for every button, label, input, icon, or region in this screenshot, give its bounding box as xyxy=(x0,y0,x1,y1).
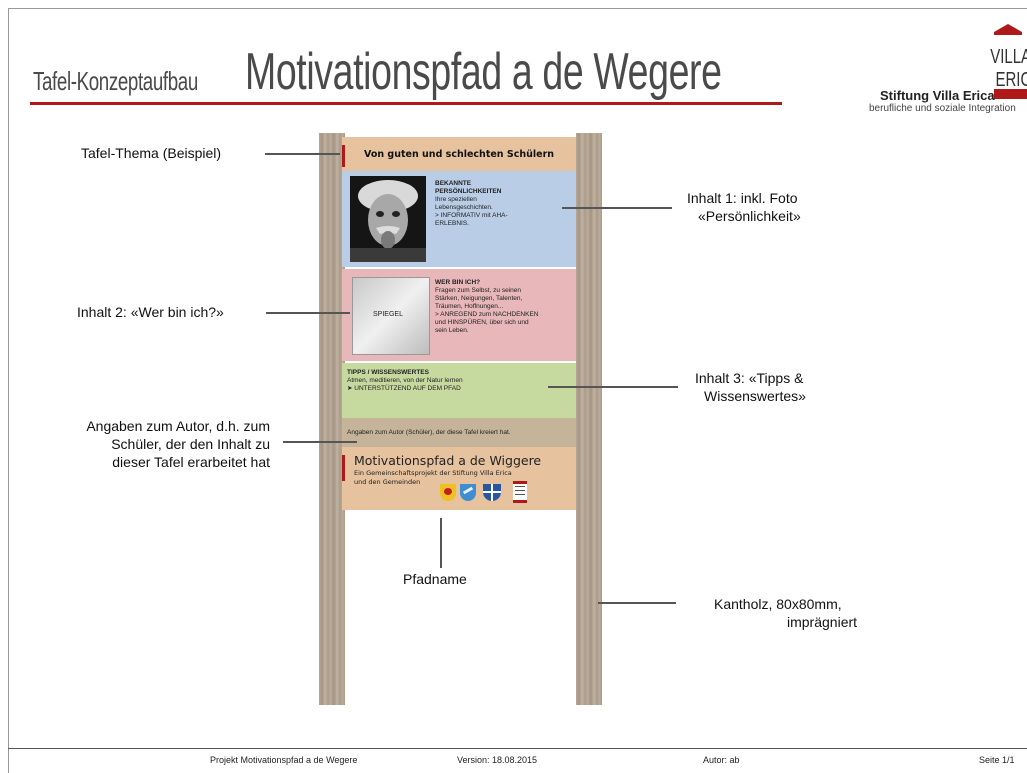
topic-red-mark xyxy=(342,145,345,167)
footer-version: Version: 18.08.2015 xyxy=(457,755,538,765)
logo-org-name: Stiftung Villa Erica xyxy=(880,88,995,103)
label-author-line2: Schüler, der den Inhalt zu xyxy=(111,436,270,452)
content2-line: und HINSPÜREN, über sich und xyxy=(435,319,529,326)
label-content3-line2: Wissenswertes» xyxy=(704,388,806,404)
content3-line: ➤ UNTERSTÜTZEND AUF DEM PFAD xyxy=(347,385,461,392)
connector-pathname xyxy=(440,518,442,568)
svg-text:VILLA: VILLA xyxy=(990,45,1027,68)
logo-red-bar xyxy=(994,89,1027,99)
connector-content2 xyxy=(266,312,350,314)
label-author-line1: Angaben zum Autor, d.h. zum xyxy=(86,418,270,434)
mirror-box: SPIEGEL xyxy=(352,277,430,355)
label-author-line3: dieser Tafel erarbeitet hat xyxy=(112,454,270,470)
path-name-desc: Ein Gemeinschaftsprojekt der Stiftung Vi… xyxy=(354,469,512,487)
community-crest-icon xyxy=(483,484,501,501)
footer-page: Seite 1/1 xyxy=(979,755,1015,765)
content2-heading: WER BIN ICH? xyxy=(435,279,481,286)
connector-topic xyxy=(265,153,340,155)
label-pathname: Pfadname xyxy=(403,571,467,587)
content3-line: Atmen, meditieren, von der Natur lernen xyxy=(347,377,463,384)
content2-line: > ANREGEND zum NACHDENKEN xyxy=(435,311,539,318)
content1-line: ERLEBNIS. xyxy=(435,220,469,227)
content1-line: Lebensgeschichten. xyxy=(435,204,493,211)
content3-text: TIPPS / WISSENSWERTES Atmen, meditieren,… xyxy=(347,369,463,393)
content2-line: Fragen zum Selbst, zu seinen xyxy=(435,287,521,294)
board-content3-panel: TIPPS / WISSENSWERTES Atmen, meditieren,… xyxy=(342,363,576,418)
logo-tagline: berufliche und soziale Integration xyxy=(869,103,1016,114)
mirror-label: SPIEGEL xyxy=(373,311,403,318)
content2-line: sein Leben. xyxy=(435,327,469,334)
footer-rule xyxy=(8,748,1027,749)
path-name-title: Motivationspfad a de Wiggere xyxy=(354,453,542,468)
board-pathname-panel: Motivationspfad a de Wiggere Ein Gemeins… xyxy=(342,447,576,510)
footer-author: Autor: ab xyxy=(703,755,740,765)
content1-line: Ihre speziellen xyxy=(435,196,477,203)
author-line: Angaben zum Autor (Schüler), der diese T… xyxy=(347,429,511,436)
path-desc-line: und den Gemeinden xyxy=(354,478,421,486)
pathname-red-mark xyxy=(342,455,345,481)
community-crest-icon xyxy=(460,484,476,501)
label-post-line1: Kantholz, 80x80mm, xyxy=(714,596,842,612)
connector-content1 xyxy=(562,207,672,209)
content1-heading-1: BEKANNTE xyxy=(435,180,472,187)
label-post-line2: imprägniert xyxy=(787,614,858,630)
board-content1-panel: BEKANNTE PERSÖNLICHKEITEN Ihre spezielle… xyxy=(342,171,576,267)
villa-erica-logo: VILLA ERICA xyxy=(988,20,1027,102)
content1-heading-2: PERSÖNLICHKEITEN xyxy=(435,188,502,195)
right-post xyxy=(576,133,602,705)
label-content2: Inhalt 2: «Wer bin ich?» xyxy=(77,304,224,320)
label-content1-line1: Inhalt 1: inkl. Foto xyxy=(687,190,798,206)
content2-text: WER BIN ICH? Fragen zum Selbst, zu seine… xyxy=(435,279,538,335)
content3-heading: TIPPS / WISSENSWERTES xyxy=(347,369,429,376)
page-subtitle: Tafel-Konzeptaufbau xyxy=(33,66,198,96)
connector-author xyxy=(283,441,357,443)
sign-board: Von guten und schlechten Schülern BEKANN… xyxy=(342,137,576,510)
label-content1-line2: «Persönlichkeit» xyxy=(698,208,801,224)
board-content2-panel: SPIEGEL WER BIN ICH? Fragen zum Selbst, … xyxy=(342,269,576,361)
board-topic: Von guten und schlechten Schülern xyxy=(364,149,555,160)
villa-erica-small-logo xyxy=(513,481,527,503)
connector-post xyxy=(598,602,676,604)
content1-line: > INFORMATIV mit AHA- xyxy=(435,212,508,219)
portrait-photo xyxy=(350,176,426,262)
board-author-panel: Angaben zum Autor (Schüler), der diese T… xyxy=(342,418,576,447)
title-underline xyxy=(30,102,782,105)
board-topic-panel: Von guten und schlechten Schülern xyxy=(342,137,576,171)
page-frame xyxy=(8,8,1027,773)
content2-line: Stärken, Neigungen, Talenten, xyxy=(435,295,523,302)
community-crest-icon xyxy=(440,484,456,501)
connector-content3 xyxy=(548,386,678,388)
content2-line: Träumen, Hoffnungen... xyxy=(435,303,504,310)
left-post xyxy=(319,133,345,705)
content1-text: BEKANNTE PERSÖNLICHKEITEN Ihre spezielle… xyxy=(435,180,508,228)
label-topic: Tafel-Thema (Beispiel) xyxy=(81,145,222,161)
svg-text:ERICA: ERICA xyxy=(996,68,1027,91)
path-desc-line: Ein Gemeinschaftsprojekt der Stiftung Vi… xyxy=(354,469,512,477)
footer-project: Projekt Motivationspfad a de Wegere xyxy=(210,755,358,765)
label-content3-line1: Inhalt 3: «Tipps & xyxy=(695,370,804,386)
page-title: Motivationspfad a de Wegere xyxy=(245,43,722,101)
